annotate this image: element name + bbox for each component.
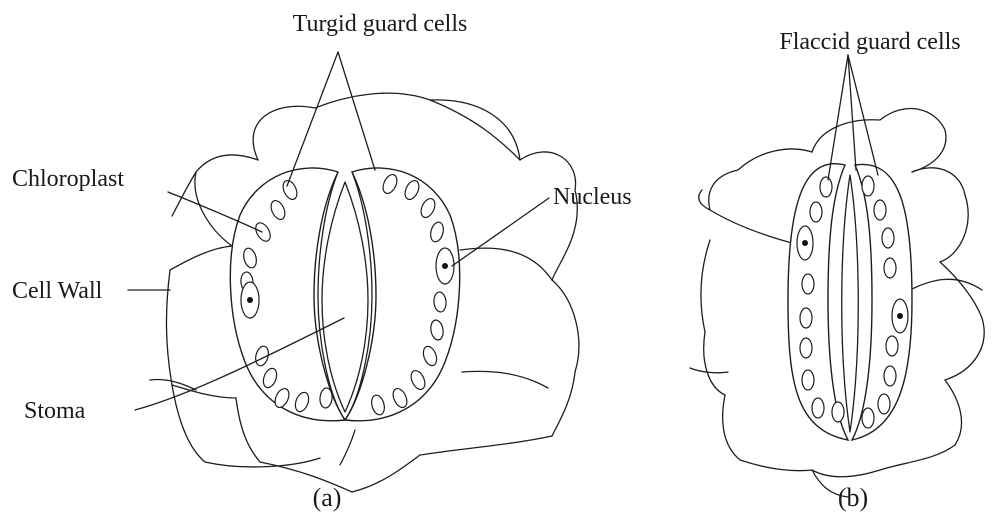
chloroplast: [882, 228, 894, 248]
nucleolus: [442, 263, 448, 269]
nucleus-label: Nucleus: [553, 184, 632, 210]
panel-b-right-guard-cell: [852, 164, 912, 440]
chloroplast: [802, 274, 814, 294]
chloroplast: [810, 202, 822, 222]
chloroplast: [884, 258, 896, 278]
nucleolus: [802, 240, 808, 246]
panel-a-caption: (a): [313, 483, 342, 512]
chloroplast: [812, 398, 824, 418]
panel-b-stoma-slit: [842, 175, 859, 432]
chloroplast: [862, 176, 874, 196]
chloroplast: [862, 408, 874, 428]
cell-wall-label: Cell Wall: [12, 278, 103, 304]
chloroplast: [832, 402, 844, 422]
panel-a-leader-lines: [128, 52, 549, 410]
chloroplast: [886, 336, 898, 356]
panel-b-left-guard-cell: [788, 164, 848, 440]
nucleolus: [897, 313, 903, 319]
turgid-title-label: Turgid guard cells: [293, 11, 468, 37]
panel-a-right-guard-cell: [345, 168, 460, 421]
chloroplast: [802, 370, 814, 390]
panel-a-stoma-pore: [322, 182, 368, 412]
chloroplast: [884, 366, 896, 386]
stoma-label: Stoma: [24, 398, 86, 424]
panel-b: Flaccid guard cells (b): [690, 29, 984, 512]
chloroplast: [800, 308, 812, 328]
chloroplast: [800, 338, 812, 358]
panel-b-leader-lines: [828, 55, 878, 180]
chloroplast: [820, 177, 832, 197]
panel-a-epidermal-cells: [150, 93, 579, 492]
flaccid-title-label: Flaccid guard cells: [779, 29, 960, 55]
nucleolus: [247, 297, 253, 303]
panel-a-left-guard-cell: [230, 168, 345, 421]
chloroplast: [878, 394, 890, 414]
panel-b-caption: (b): [838, 483, 868, 512]
chloroplast: [874, 200, 886, 220]
panel-a: Turgid guard cells Chloroplast Nucleus C…: [12, 11, 632, 512]
chloroplast-label: Chloroplast: [12, 166, 124, 192]
